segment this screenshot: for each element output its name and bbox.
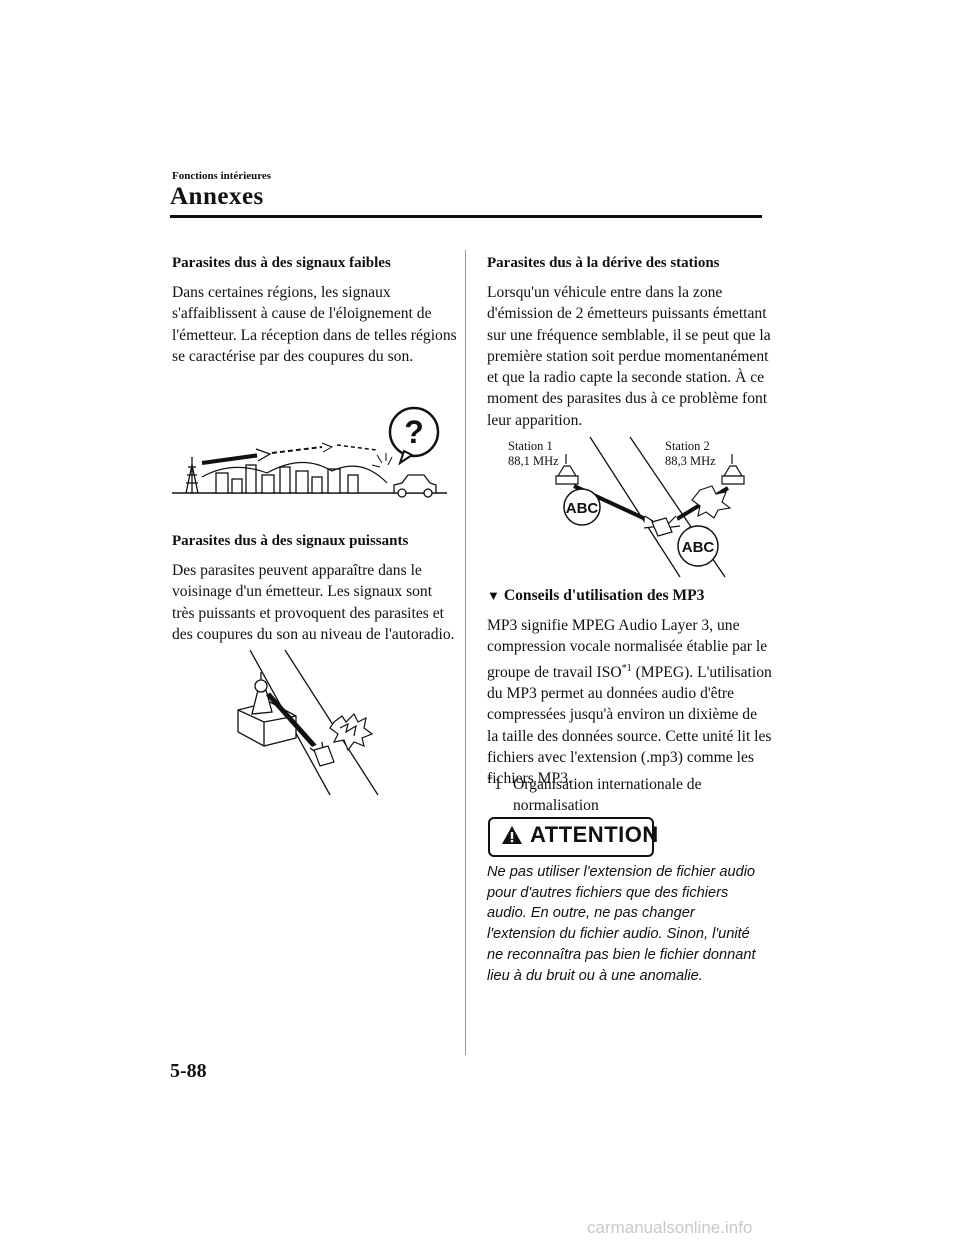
noise-burst-icon — [691, 485, 732, 519]
station2-name: Station 2 — [665, 439, 710, 453]
radio-tower-icon — [185, 457, 199, 494]
triangle-down-icon: ▼ — [487, 588, 500, 603]
car-icon — [651, 517, 673, 537]
mp3-heading: ▼Conseils d'utilisation des MP3 — [487, 587, 704, 605]
footnote-number: 1 — [494, 776, 502, 793]
footnote: * 1 Organisation internationale de norma… — [487, 774, 762, 816]
section-title: Fonctions intérieures — [172, 170, 272, 182]
footnote-text: Organisation internationale de normalisa… — [513, 776, 702, 814]
watermark: carmanualsonline.info — [587, 1218, 753, 1237]
weak-signal-body: Dans certaines régions, les signaux s'af… — [172, 284, 457, 365]
attention-text: Ne pas utiliser l'extension de fichier a… — [487, 864, 756, 984]
drift-heading: Parasites dus à la dérive des stations — [487, 255, 720, 271]
car-icon — [313, 745, 335, 767]
strong-signal-heading: Parasites dus à des signaux puissants — [172, 533, 409, 549]
footnote-mark: * — [487, 774, 493, 786]
abc-sign-1: ABC — [563, 488, 601, 526]
svg-text:?: ? — [404, 414, 424, 450]
page-number: 5-88 — [170, 1060, 207, 1082]
radio-tower-icon — [237, 672, 297, 747]
drift-body: Lorsqu'un véhicule entre dans la zone d'… — [487, 284, 771, 429]
mp3-body: MP3 signifie MPEG Audio Layer 3, une com… — [487, 615, 772, 790]
radio-tower-icon — [721, 454, 745, 485]
station-drift-illustration: Station 1 88,1 MHz Station 2 88,3 MHz AB… — [500, 432, 760, 582]
question-bubble-icon: ? — [388, 406, 440, 466]
attention-label: ATTENTION — [530, 822, 659, 847]
column-divider — [465, 250, 466, 1055]
radio-tower-icon — [555, 454, 579, 485]
station1-name: Station 1 — [508, 439, 553, 453]
footnote-ref: *1 — [621, 662, 632, 674]
noise-burst-icon — [329, 712, 374, 752]
abc-sign-2-text: ABC — [682, 539, 715, 556]
weak-signal-heading: Parasites dus à des signaux faibles — [172, 255, 391, 271]
mp3-heading-text: Conseils d'utilisation des MP3 — [503, 587, 705, 604]
weak-signal-illustration: ? — [172, 405, 447, 500]
strong-signal-illustration — [230, 650, 390, 800]
chapter-title: Annexes — [170, 183, 264, 210]
strong-signal-body: Des parasites peuvent apparaître dans le… — [172, 562, 455, 643]
station2-freq: 88,3 MHz — [665, 454, 716, 468]
station1-freq: 88,1 MHz — [508, 454, 559, 468]
car-icon — [393, 474, 437, 498]
header-rule — [170, 215, 762, 218]
abc-sign-1-text: ABC — [566, 500, 599, 517]
attention-box: ATTENTION — [488, 817, 658, 857]
mp3-body-part2: (MPEG). L'utilisation du MP3 permet au d… — [487, 663, 772, 788]
mp3-body-part1: MP3 signifie MPEG Audio Layer 3, une com… — [487, 617, 768, 681]
warning-triangle-icon — [502, 826, 522, 844]
abc-sign-2: ABC — [677, 525, 719, 567]
